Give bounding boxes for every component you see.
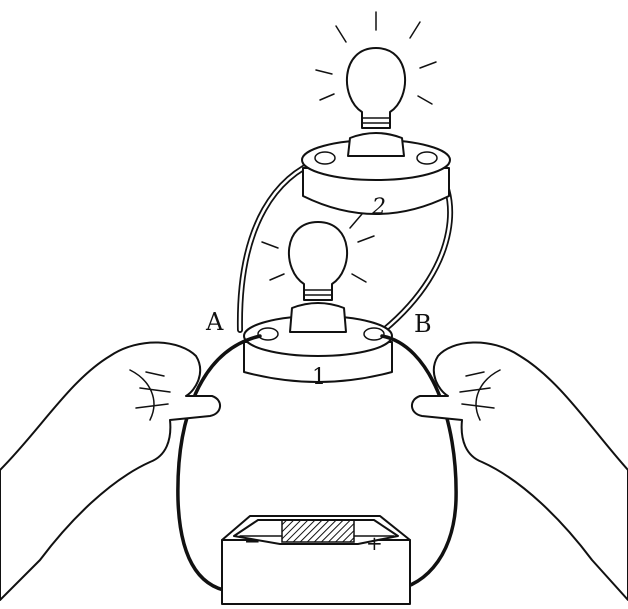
bulb-1-left-terminal: [258, 328, 278, 340]
bulb-2-right-terminal: [417, 152, 437, 164]
bulb-1-label: 1: [312, 365, 326, 390]
terminal-b-label: B: [414, 310, 432, 338]
bulb-1: [289, 222, 347, 300]
battery-plus-label: +: [366, 531, 383, 555]
battery-minus-label: −: [244, 529, 261, 553]
bulb-2-label: 2: [371, 195, 386, 220]
right-hand: [412, 342, 628, 600]
bulb-2: [347, 48, 405, 128]
bulb-2-left-terminal: [315, 152, 335, 164]
left-hand: [0, 342, 220, 600]
terminal-a-label: A: [205, 308, 224, 336]
bulb-1-right-terminal: [364, 328, 384, 340]
